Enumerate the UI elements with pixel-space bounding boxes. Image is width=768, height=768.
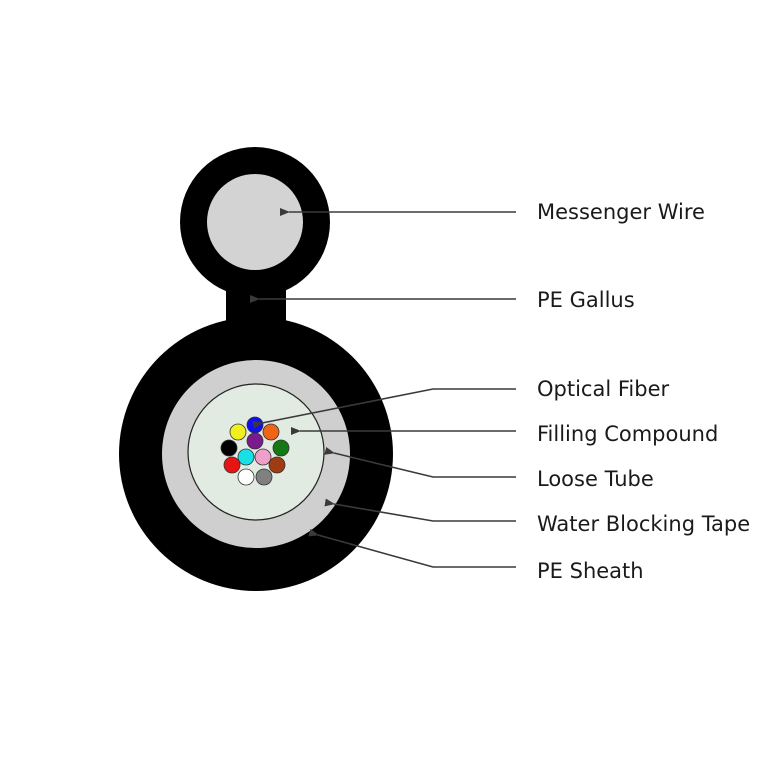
label-pe-sheath: PE Sheath xyxy=(537,559,644,583)
leader-loose-tube xyxy=(324,446,516,478)
cable-body xyxy=(119,147,393,591)
fiber-orange xyxy=(262,423,280,441)
fiber-black xyxy=(220,439,238,457)
label-filling-compound: Filling Compound xyxy=(537,422,718,446)
label-loose-tube: Loose Tube xyxy=(537,467,654,491)
optical-fibers-group xyxy=(220,416,290,486)
fiber-green xyxy=(272,439,290,457)
fiber-purple xyxy=(246,432,264,450)
leader-water-blocking-tape xyxy=(324,498,516,522)
messenger-wire-core xyxy=(207,174,303,270)
fiber-white xyxy=(237,468,255,486)
label-optical-fiber: Optical Fiber xyxy=(537,377,669,401)
label-pe-gallus: PE Gallus xyxy=(537,288,635,312)
loose-tube-shape xyxy=(187,383,325,521)
fiber-red xyxy=(223,456,241,474)
leader-pe-sheath xyxy=(308,528,516,568)
labels: Messenger Wire PE Gallus Optical Fiber F… xyxy=(537,200,750,583)
fiber-rose xyxy=(254,448,272,466)
fiber-aqua xyxy=(237,448,255,466)
leader-lines xyxy=(250,208,516,568)
fiber-brown xyxy=(268,456,286,474)
leader-optical-fiber xyxy=(252,388,516,429)
label-water-blocking-tape: Water Blocking Tape xyxy=(537,512,750,536)
label-messenger-wire: Messenger Wire xyxy=(537,200,705,224)
fiber-yellow xyxy=(229,423,247,441)
fiber-blue xyxy=(246,416,264,434)
fiber-slate xyxy=(255,468,273,486)
